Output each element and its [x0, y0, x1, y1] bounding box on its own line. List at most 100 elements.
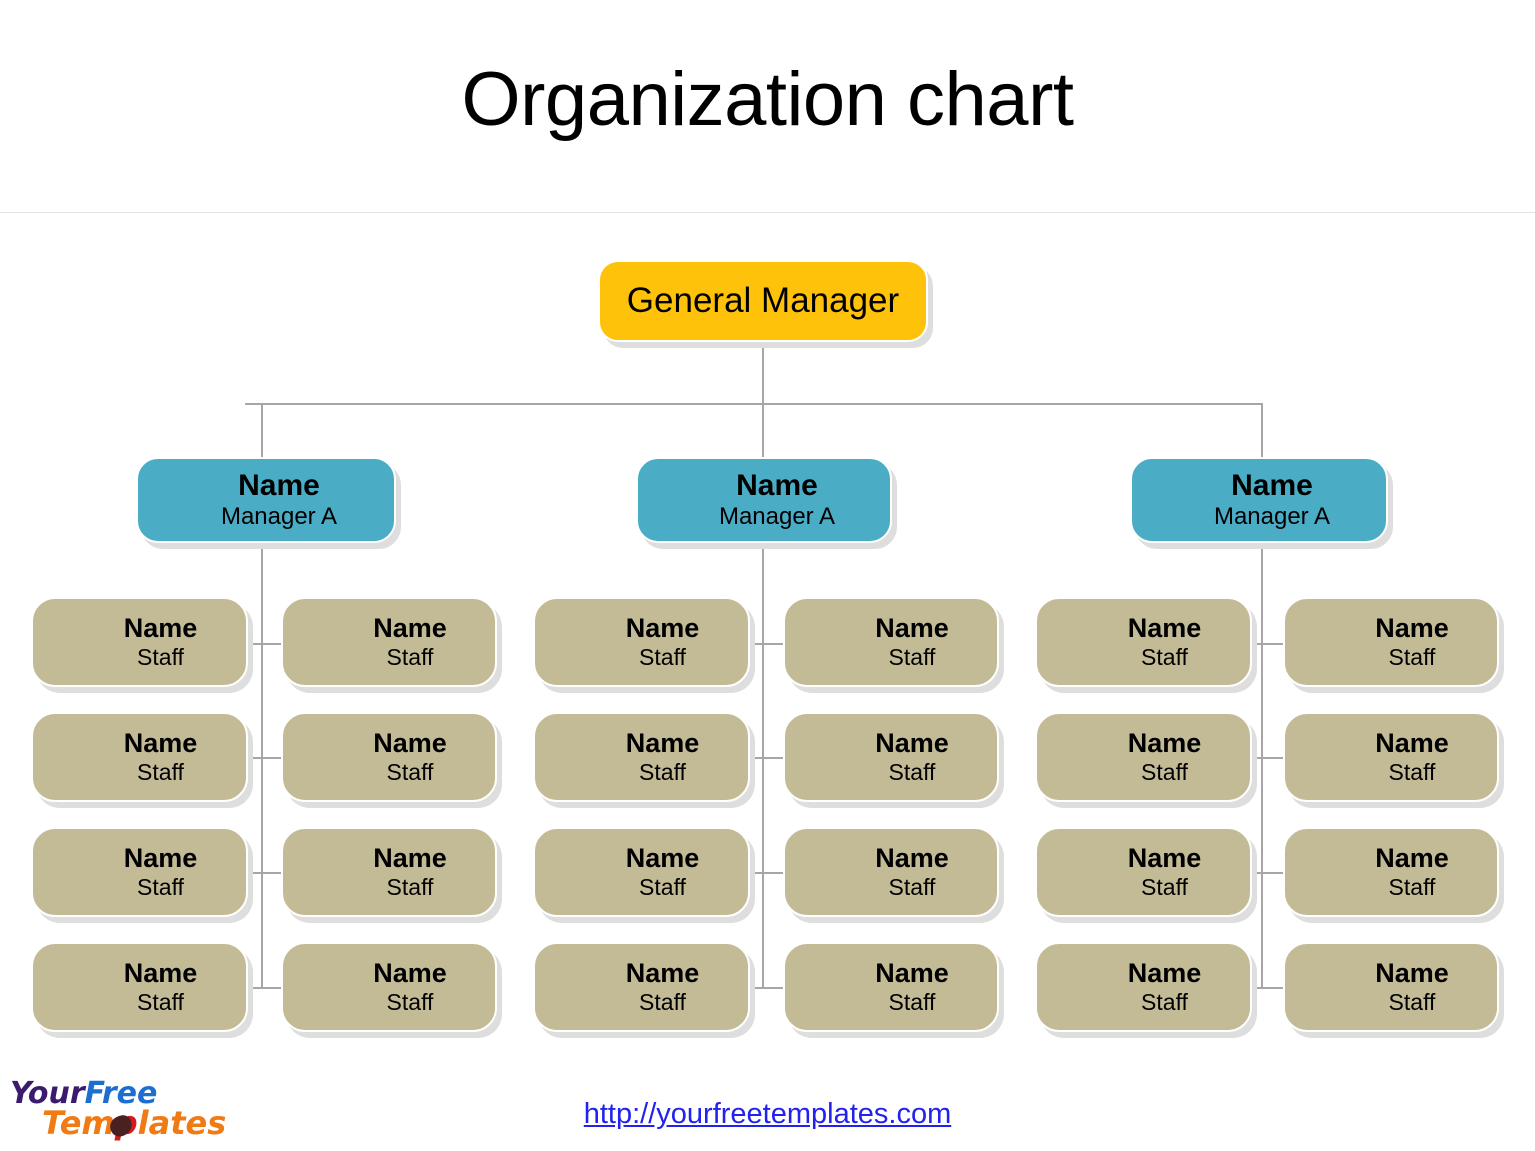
connector-stub-b1-r4-left	[241, 987, 263, 989]
node-role-staff-b1-c1-r4: Staff	[137, 988, 184, 1015]
node-role-staff-b1-c1-r1: Staff	[137, 643, 184, 670]
node-staff-b3-c2-r1[interactable]: Name Staff	[1283, 597, 1499, 687]
node-name-staff-b3-c1-r1: Name	[1127, 613, 1202, 644]
node-staff-b2-c1-r3[interactable]: Name Staff	[533, 827, 750, 917]
connector-stub-b1-r2-left	[241, 757, 263, 759]
node-name-staff-b1-c2-r3: Name	[373, 843, 447, 874]
node-name-staff-b2-c2-r3: Name	[875, 843, 949, 874]
node-staff-b3-c1-r2[interactable]: Name Staff	[1035, 712, 1252, 802]
node-staff-b1-c2-r1[interactable]: Name Staff	[281, 597, 497, 687]
node-staff-b1-c1-r4[interactable]: Name Staff	[31, 942, 248, 1032]
node-manager-1[interactable]: Name Manager A	[136, 457, 396, 543]
node-name-staff-b1-c1-r4: Name	[123, 958, 198, 989]
node-name-staff-b2-c1-r2: Name	[625, 728, 700, 759]
header-divider	[0, 212, 1535, 213]
node-name-staff-b2-c2-r2: Name	[875, 728, 949, 759]
node-name-staff-b2-c2-r1: Name	[875, 613, 949, 644]
node-role-staff-b2-c2-r4: Staff	[888, 988, 936, 1015]
node-role-staff-b1-c2-r1: Staff	[386, 643, 434, 670]
node-manager-2[interactable]: Name Manager A	[636, 457, 892, 543]
node-role-staff-b2-c1-r4: Staff	[639, 988, 686, 1015]
node-role-staff-b1-c2-r3: Staff	[386, 873, 434, 900]
node-name-staff-b1-c2-r4: Name	[373, 958, 447, 989]
node-role-staff-b2-c1-r3: Staff	[639, 873, 686, 900]
node-staff-b2-c2-r2[interactable]: Name Staff	[783, 712, 999, 802]
connector-drop-manager-3	[1261, 403, 1263, 458]
node-role-manager-1: Manager A	[220, 502, 338, 530]
node-role-staff-b1-c2-r2: Staff	[386, 758, 434, 785]
logo-word-free: Free	[84, 1076, 158, 1111]
node-staff-b1-c1-r1[interactable]: Name Staff	[31, 597, 248, 687]
node-staff-b1-c2-r3[interactable]: Name Staff	[281, 827, 497, 917]
node-staff-b3-c1-r3[interactable]: Name Staff	[1035, 827, 1252, 917]
node-name-staff-b3-c2-r3: Name	[1375, 843, 1449, 874]
connector-stub-b2-r1-left	[742, 643, 764, 645]
node-staff-b3-c1-r4[interactable]: Name Staff	[1035, 942, 1252, 1032]
node-name-manager-2: Name	[736, 469, 818, 503]
node-role-staff-b3-c1-r3: Staff	[1141, 873, 1188, 900]
logo-word-lates: lates	[137, 1104, 227, 1142]
node-role-staff-b3-c1-r2: Staff	[1141, 758, 1188, 785]
node-role-staff-b3-c1-r4: Staff	[1141, 988, 1188, 1015]
node-role-manager-3: Manager A	[1213, 502, 1331, 530]
connector-stub-b3-r2-right	[1261, 757, 1285, 759]
connector-stub-b1-r1-right	[261, 643, 285, 645]
node-label-general-manager: General Manager	[626, 280, 900, 320]
node-staff-b3-c1-r1[interactable]: Name Staff	[1035, 597, 1252, 687]
node-name-staff-b2-c1-r3: Name	[625, 843, 700, 874]
node-staff-b2-c1-r2[interactable]: Name Staff	[533, 712, 750, 802]
node-name-staff-b2-c1-r4: Name	[625, 958, 700, 989]
node-role-staff-b3-c1-r1: Staff	[1141, 643, 1188, 670]
connector-stub-b1-r4-right	[261, 987, 285, 989]
node-general-manager[interactable]: General Manager	[598, 260, 928, 342]
node-name-staff-b3-c2-r1: Name	[1375, 613, 1449, 644]
node-staff-b1-c1-r3[interactable]: Name Staff	[31, 827, 248, 917]
node-name-staff-b1-c1-r1: Name	[123, 613, 198, 644]
connector-drop-manager-2	[762, 403, 764, 458]
logo-line-1: YourFree	[10, 1076, 157, 1111]
node-staff-b3-c2-r2[interactable]: Name Staff	[1283, 712, 1499, 802]
connector-stub-b3-r3-right	[1261, 872, 1285, 874]
node-name-staff-b1-c1-r3: Name	[123, 843, 198, 874]
node-staff-b1-c2-r2[interactable]: Name Staff	[281, 712, 497, 802]
node-name-staff-b3-c1-r2: Name	[1127, 728, 1202, 759]
connector-stub-b2-r4-right	[762, 987, 786, 989]
logo-word-your: Your	[10, 1076, 85, 1111]
node-role-staff-b2-c2-r2: Staff	[888, 758, 936, 785]
connector-stub-b3-r1-left	[1241, 643, 1263, 645]
node-staff-b1-c2-r4[interactable]: Name Staff	[281, 942, 497, 1032]
connector-stub-b2-r3-right	[762, 872, 786, 874]
node-staff-b2-c2-r1[interactable]: Name Staff	[783, 597, 999, 687]
node-staff-b3-c2-r4[interactable]: Name Staff	[1283, 942, 1499, 1032]
node-name-staff-b3-c2-r4: Name	[1375, 958, 1449, 989]
connector-stub-b1-r3-right	[261, 872, 285, 874]
node-role-staff-b3-c2-r1: Staff	[1388, 643, 1436, 670]
node-staff-b3-c2-r3[interactable]: Name Staff	[1283, 827, 1499, 917]
connector-stub-b3-r4-right	[1261, 987, 1285, 989]
node-manager-3[interactable]: Name Manager A	[1130, 457, 1388, 543]
connector-drop-manager-1	[261, 403, 263, 458]
connector-stub-b2-r3-left	[742, 872, 764, 874]
connector-spine-branch-2	[762, 543, 764, 988]
logo-line-2: Templates	[42, 1104, 226, 1142]
node-name-staff-b1-c2-r2: Name	[373, 728, 447, 759]
connector-stub-b1-r2-right	[261, 757, 285, 759]
connector-stub-b3-r2-left	[1241, 757, 1263, 759]
node-role-staff-b3-c2-r3: Staff	[1388, 873, 1436, 900]
node-staff-b2-c2-r4[interactable]: Name Staff	[783, 942, 999, 1032]
site-url-link[interactable]: http://yourfreetemplates.com	[583, 1098, 952, 1130]
node-name-manager-3: Name	[1231, 469, 1313, 503]
node-staff-b2-c1-r1[interactable]: Name Staff	[533, 597, 750, 687]
node-role-staff-b1-c2-r4: Staff	[386, 988, 434, 1015]
node-role-staff-b3-c2-r4: Staff	[1388, 988, 1436, 1015]
node-staff-b2-c2-r3[interactable]: Name Staff	[783, 827, 999, 917]
connector-trunk-gm	[762, 340, 764, 405]
node-role-staff-b2-c2-r1: Staff	[888, 643, 936, 670]
node-staff-b2-c1-r4[interactable]: Name Staff	[533, 942, 750, 1032]
node-name-staff-b3-c1-r4: Name	[1127, 958, 1202, 989]
connector-stub-b2-r2-right	[762, 757, 786, 759]
connector-bus-managers	[245, 403, 1263, 405]
connector-spine-branch-3	[1261, 543, 1263, 988]
node-role-staff-b2-c1-r2: Staff	[639, 758, 686, 785]
node-staff-b1-c1-r2[interactable]: Name Staff	[31, 712, 248, 802]
